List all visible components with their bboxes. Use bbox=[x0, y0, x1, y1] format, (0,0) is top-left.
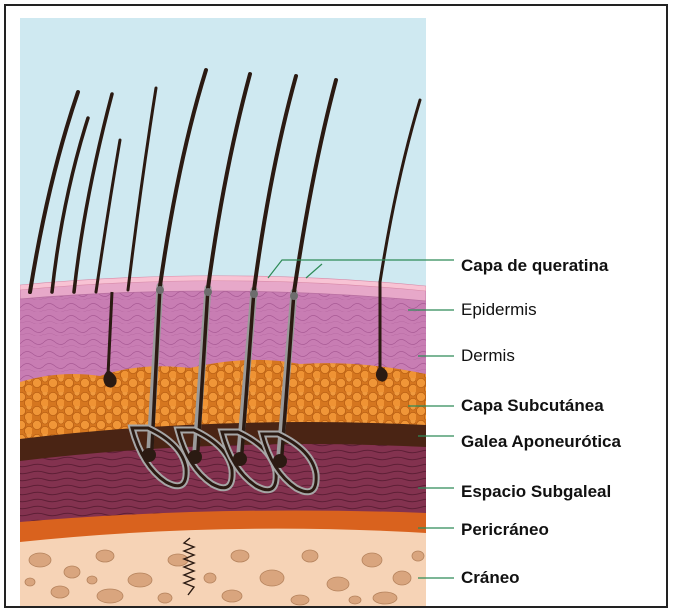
label-epidermis: Epidermis bbox=[461, 300, 537, 320]
label-keratin: Capa de queratina bbox=[461, 256, 608, 276]
label-skull: Cráneo bbox=[461, 568, 520, 588]
label-pericranium: Pericráneo bbox=[461, 520, 549, 540]
label-subgaleal: Espacio Subgaleal bbox=[461, 482, 611, 502]
label-galea: Galea Aponeurótica bbox=[461, 432, 621, 452]
label-dermis: Dermis bbox=[461, 346, 515, 366]
label-subcutaneous: Capa Subcutánea bbox=[461, 396, 604, 416]
